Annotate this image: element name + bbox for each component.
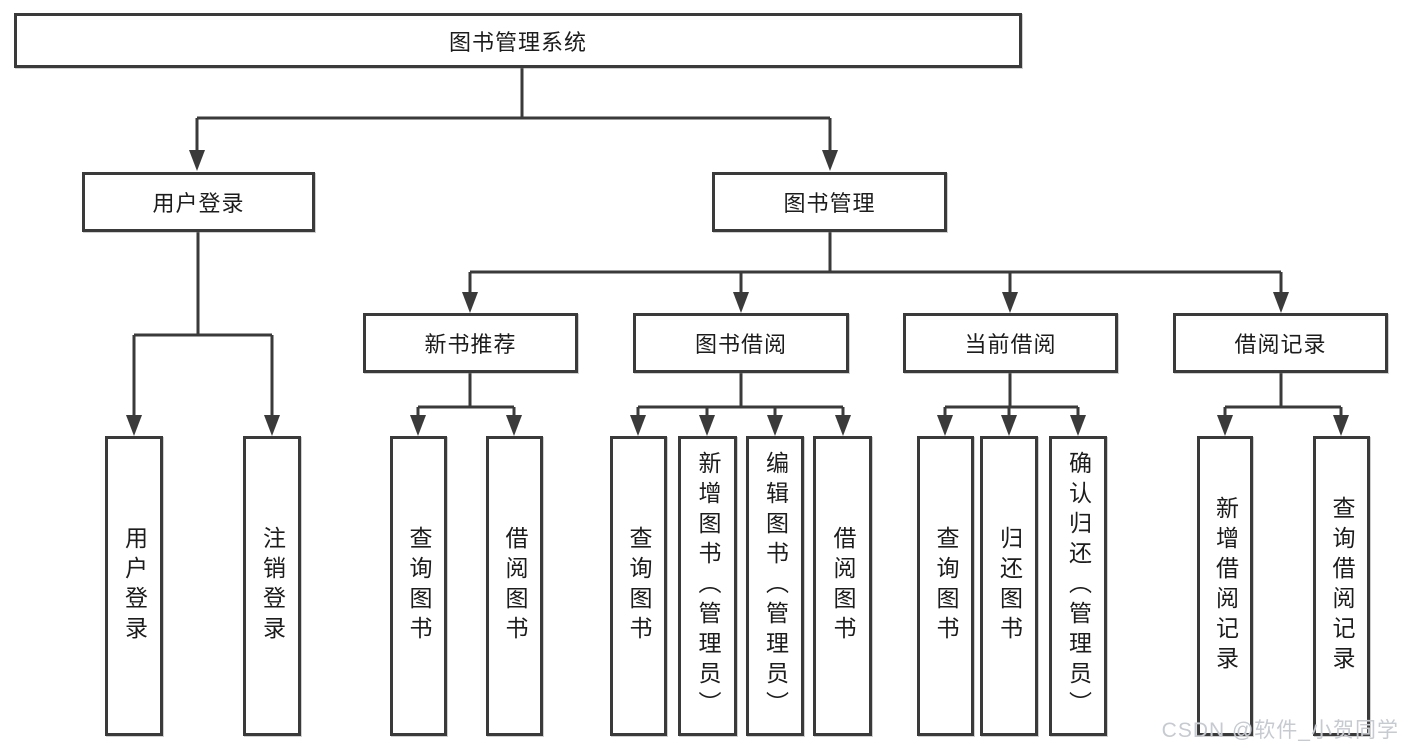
node-label: 当前借阅 — [964, 332, 1057, 357]
leaf-label: 用户登录 — [121, 526, 148, 646]
leaf-label: 借阅图书 — [830, 526, 856, 646]
node-label: 新书推荐 — [424, 332, 517, 357]
leaf-label: 新增图书（管理员） — [695, 451, 721, 721]
leaf-label: 新增借阅记录 — [1212, 496, 1239, 676]
node-new-book-recommend: 新书推荐 — [363, 313, 578, 373]
leaf-add-books-admin: 新增图书（管理员） — [678, 436, 737, 736]
leaf-user-login: 用户登录 — [105, 436, 163, 736]
node-borrow-records: 借阅记录 — [1173, 313, 1388, 373]
leaf-query-books-borrow: 查询图书 — [610, 436, 667, 736]
leaf-query-borrow-record: 查询借阅记录 — [1313, 436, 1370, 736]
leaf-label: 查询图书 — [626, 526, 652, 646]
node-label: 图书管理 — [783, 191, 876, 216]
leaf-borrow-books-recommend: 借阅图书 — [486, 436, 543, 736]
leaf-label: 确认归还（管理员） — [1065, 451, 1092, 721]
leaf-confirm-return-admin: 确认归还（管理员） — [1049, 436, 1107, 736]
leaf-borrow-books: 借阅图书 — [813, 436, 872, 736]
node-book-borrow: 图书借阅 — [633, 313, 849, 373]
node-user-login: 用户登录 — [82, 172, 315, 232]
leaf-label: 借阅图书 — [502, 526, 528, 646]
leaf-query-books-recommend: 查询图书 — [390, 436, 447, 736]
node-label: 图书借阅 — [694, 332, 787, 357]
node-label: 借阅记录 — [1234, 332, 1327, 357]
leaf-label: 注销登录 — [259, 526, 286, 646]
leaf-edit-books-admin: 编辑图书（管理员） — [746, 436, 804, 736]
leaf-query-books-current: 查询图书 — [917, 436, 974, 736]
leaf-label: 查询借阅记录 — [1329, 496, 1355, 676]
leaf-label: 查询图书 — [933, 526, 959, 646]
leaf-label: 归还图书 — [996, 526, 1023, 646]
node-root-library-system: 图书管理系统 — [14, 13, 1022, 68]
leaf-return-books: 归还图书 — [980, 436, 1038, 736]
leaf-label: 编辑图书（管理员） — [762, 451, 789, 721]
node-current-borrow: 当前借阅 — [903, 313, 1118, 373]
csdn-watermark: CSDN @软件_小贺同学 — [1161, 719, 1399, 742]
leaf-add-borrow-record: 新增借阅记录 — [1197, 436, 1253, 736]
node-label: 图书管理系统 — [448, 29, 587, 55]
leaf-label: 查询图书 — [406, 526, 432, 646]
leaf-logout: 注销登录 — [243, 436, 301, 736]
node-book-management: 图书管理 — [712, 172, 947, 232]
node-label: 用户登录 — [152, 191, 245, 216]
